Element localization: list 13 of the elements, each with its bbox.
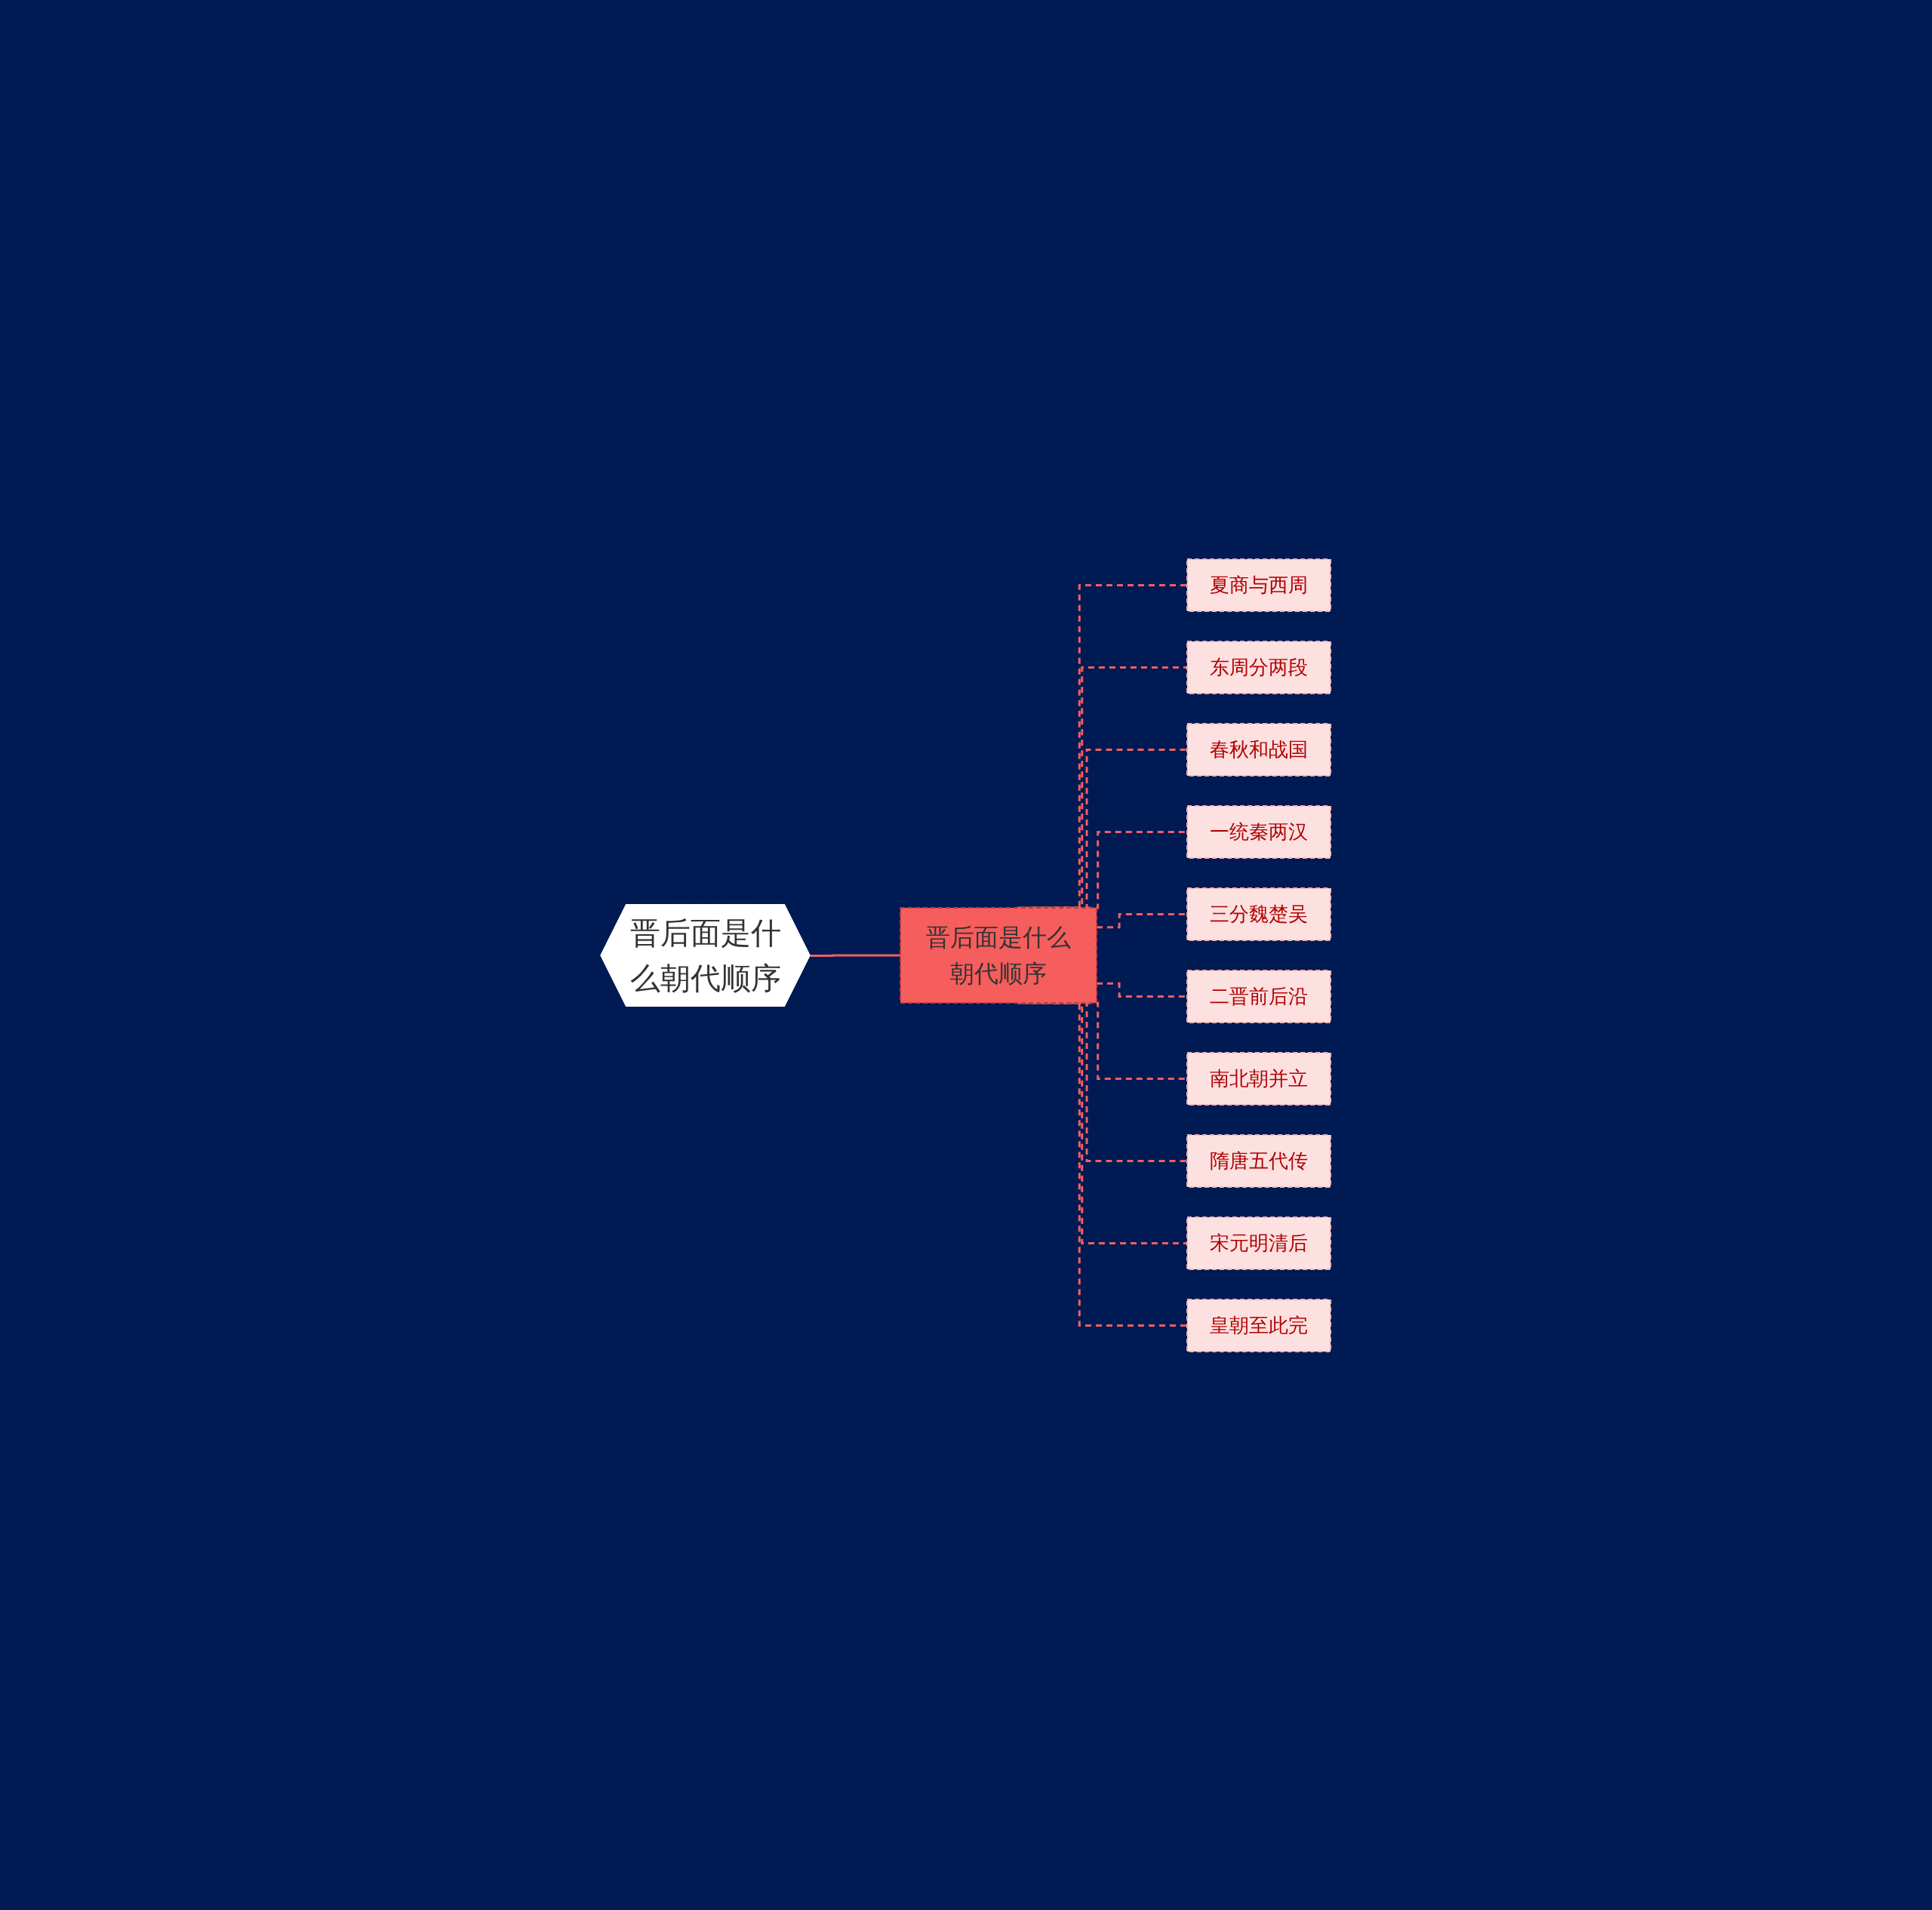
node-box: 三分魏楚吴 <box>1186 887 1332 941</box>
node-box: 隋唐五代传 <box>1186 1133 1332 1188</box>
node-box: 夏商与西周 <box>1186 558 1332 612</box>
node-box: 一统秦两汉 <box>1186 804 1332 859</box>
node-box: 晋后面是什么朝代顺序 <box>900 906 1098 1004</box>
node-box: 宋元明清后 <box>1186 1216 1332 1270</box>
node-box: 二晋前后沿 <box>1186 969 1332 1023</box>
node-box: 皇朝至此完 <box>1186 1298 1332 1352</box>
connector <box>1017 1001 1188 1327</box>
node-box: 春秋和战国 <box>1186 722 1332 777</box>
node-box: 南北朝并立 <box>1186 1051 1332 1106</box>
node-box: 东周分两段 <box>1186 640 1332 694</box>
connector <box>811 954 901 957</box>
